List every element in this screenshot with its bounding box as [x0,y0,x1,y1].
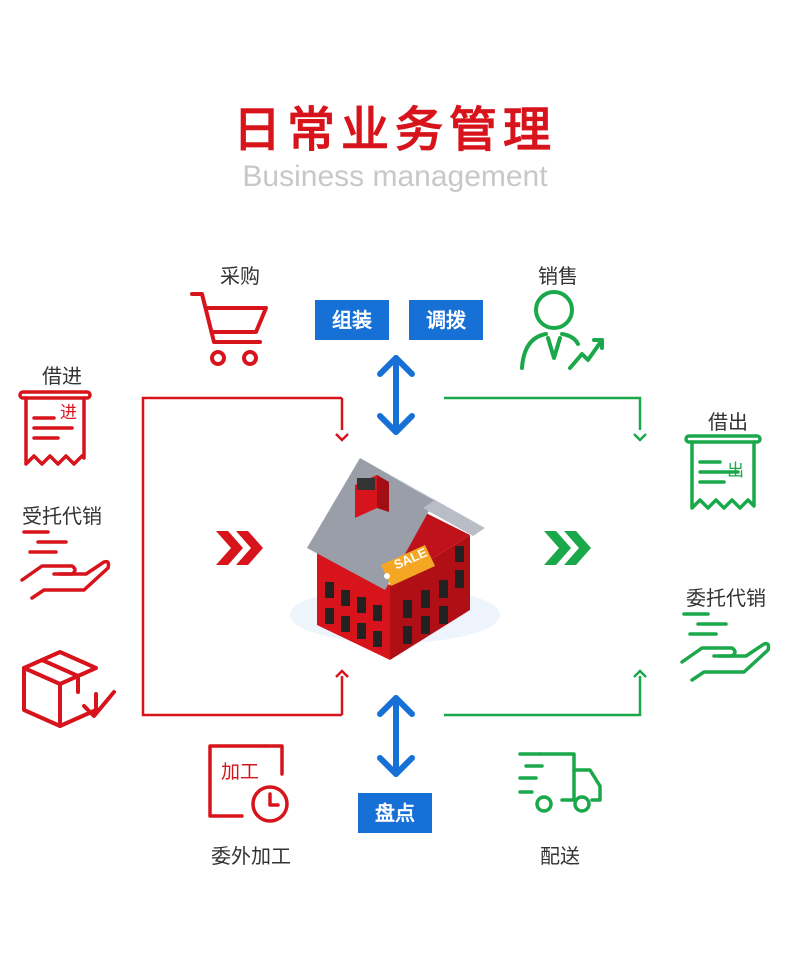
double-chevron-icon [544,531,591,565]
sales-label: 销售 [538,264,578,288]
sale-tag-icon [381,545,435,586]
updown-arrow-icon [377,695,415,777]
clock-process-icon [208,744,289,823]
outsource-badge: 加工 [221,761,260,783]
purchase-label: 采购 [220,264,260,288]
double-chevron-icon [216,531,263,565]
transfer-tag: 调拨 [409,300,483,340]
page-subtitle: Business management [242,160,548,193]
consign-in-label: 受托代销 [22,504,102,528]
assemble-tag: 组装 [315,300,389,340]
consign-out-label: 委托代销 [686,586,766,610]
borrow-out-label: 借出 [708,410,748,434]
stocktake-tag: 盘点 [358,793,432,833]
warehouse-house-illustration [290,458,500,660]
outbound-frame [444,396,647,717]
cart-icon [190,292,268,366]
borrow-in-label: 借进 [42,364,82,388]
box-check-icon [22,650,116,728]
salesperson-icon [520,290,604,370]
truck-icon [518,752,602,813]
inbound-frame [141,396,349,717]
receipt-in-icon [18,390,92,466]
page-title: 日常业务管理 [232,102,557,158]
delivery-label: 配送 [540,844,580,868]
hand-icon [680,612,771,682]
borrow-out-badge: 出 [727,461,744,481]
outsource-label: 委外加工 [211,844,291,868]
updown-arrow-icon [377,355,415,435]
receipt-out-icon [684,434,762,510]
hand-icon [20,530,111,600]
borrow-in-badge: 进 [60,403,77,423]
